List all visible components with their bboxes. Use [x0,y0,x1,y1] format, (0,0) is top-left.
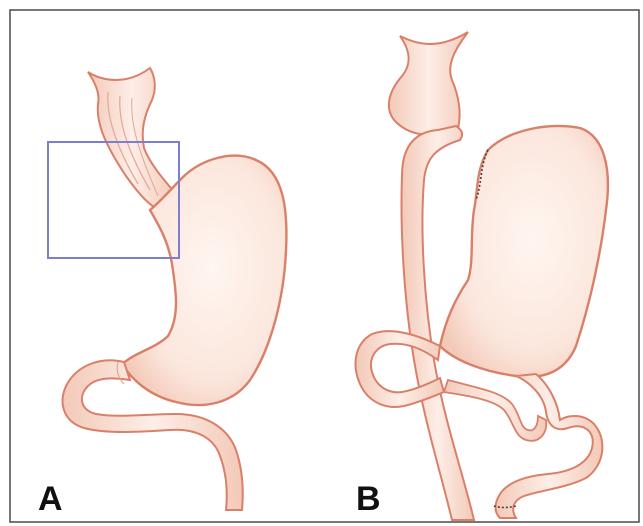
panel-label-a: A [38,480,63,518]
panel-label-b: B [356,480,381,518]
